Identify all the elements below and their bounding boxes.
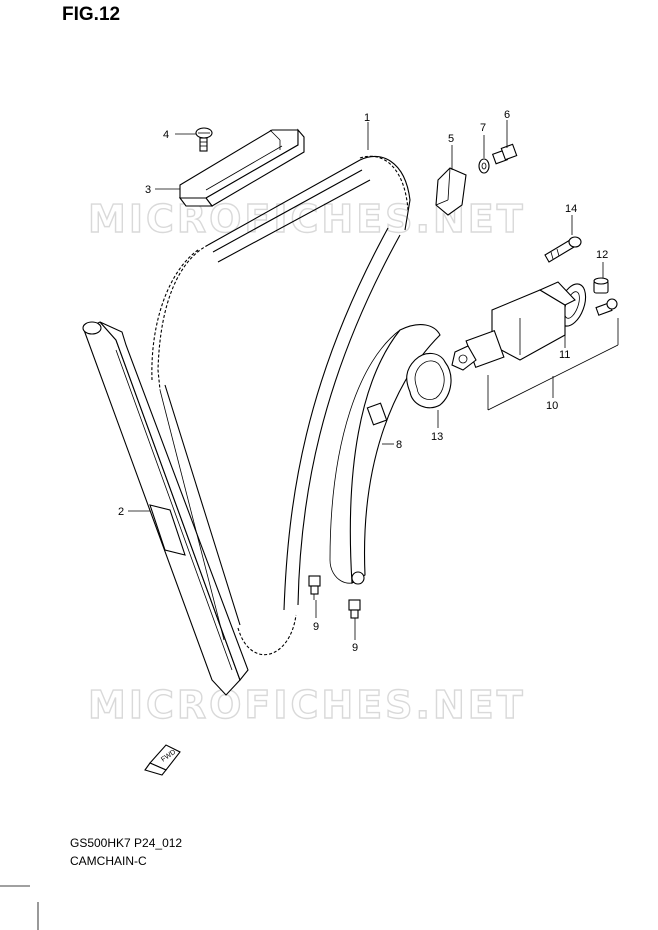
watermark-top: MICROFICHES.NET	[88, 197, 526, 241]
callout-9a: 9	[313, 621, 319, 633]
callout-3: 3	[145, 184, 151, 196]
callout-8: 8	[396, 439, 402, 451]
callout-7: 7	[480, 122, 486, 134]
cap-bolt-part-12[interactable]	[593, 277, 609, 294]
tensioner-guide-long[interactable]	[82, 321, 249, 696]
watermark-bottom: MICROFICHES.NET	[88, 683, 526, 727]
tensioner-pad-part-5[interactable]	[435, 167, 467, 216]
assembly-bracket	[487, 318, 619, 411]
washer-part-7[interactable]	[478, 158, 490, 174]
small-bolt[interactable]	[595, 298, 618, 316]
figure-title: FIG.12	[62, 4, 121, 25]
bolt-part-14[interactable]	[544, 236, 582, 263]
bolt-part-9-left[interactable]	[308, 575, 321, 600]
callout-1: 1	[364, 112, 370, 124]
callout-12: 12	[596, 249, 608, 261]
callout-4: 4	[163, 129, 169, 141]
bolt-part-4[interactable]	[195, 127, 213, 152]
cam-chain[interactable]	[151, 155, 411, 656]
bolt-part-9-right[interactable]	[348, 599, 361, 619]
model-code: GS500HK7 P24_012	[70, 836, 183, 850]
bolt-part-6[interactable]	[491, 143, 518, 165]
leader-lines	[128, 120, 604, 640]
callout-13: 13	[431, 431, 443, 443]
callout-14: 14	[565, 203, 577, 215]
callout-6: 6	[504, 109, 510, 121]
gasket-part-13[interactable]	[406, 352, 452, 409]
section-name: CAMCHAIN-C	[70, 854, 147, 868]
forward-arrow-icon: FWD	[144, 744, 181, 776]
chain-guide-top[interactable]	[178, 128, 305, 207]
callout-11: 11	[559, 349, 570, 361]
tensioner-assembly-part-10[interactable]	[451, 281, 576, 371]
callout-9b: 9	[352, 642, 358, 654]
callout-10: 10	[546, 400, 558, 412]
chain-guide-curved[interactable]	[329, 324, 441, 585]
callout-2: 2	[118, 506, 124, 518]
callout-5: 5	[448, 133, 454, 145]
